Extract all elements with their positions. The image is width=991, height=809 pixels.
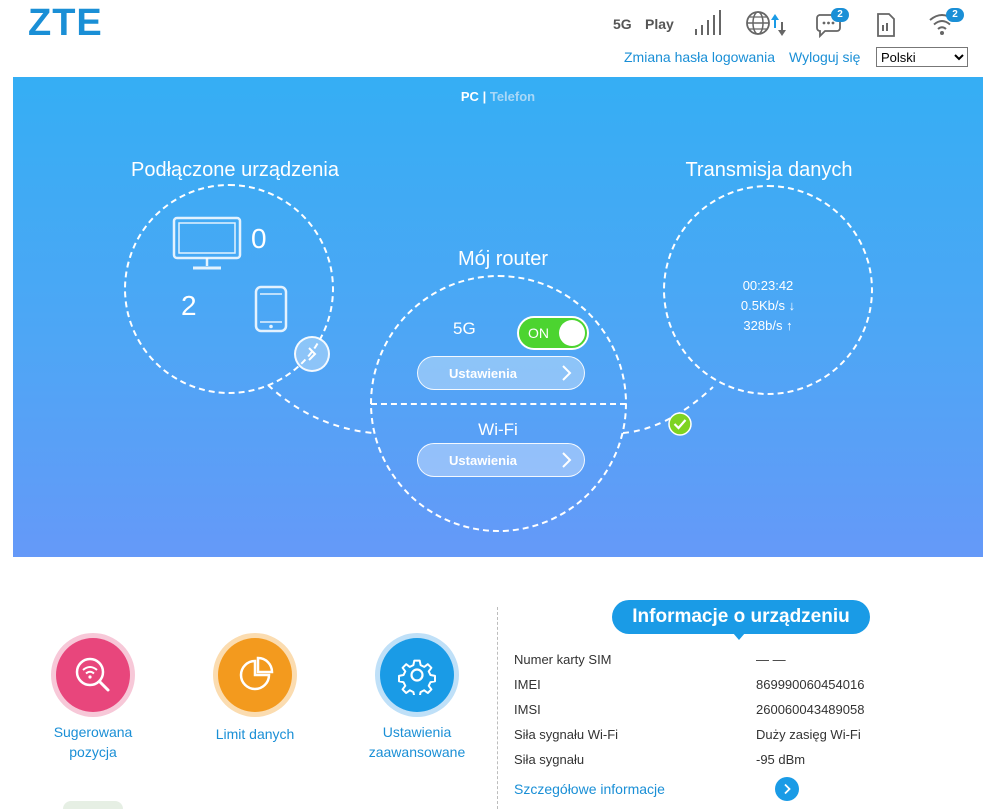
advanced-settings-inner <box>380 638 454 712</box>
partial-feature-circle <box>63 801 123 809</box>
gear-icon <box>398 659 436 695</box>
zte-logo: ZTE <box>28 2 103 44</box>
data-limit-label[interactable]: Limit danych <box>215 726 295 742</box>
connection-time: 00:23:42 <box>742 278 794 293</box>
data-transmission-circle <box>663 185 873 395</box>
advanced-settings-button[interactable] <box>375 633 459 717</box>
data-transmission-title: Transmisja danych <box>685 159 853 181</box>
upload-speed: 328b/s ↑ <box>743 318 793 333</box>
detailed-info-link[interactable]: Szczegółowe informacje <box>514 781 665 797</box>
imsi-label: IMSI <box>514 702 541 717</box>
pie-chart-icon <box>239 656 274 691</box>
switch-state-label: ON <box>528 325 549 341</box>
mode-pc-link[interactable]: PC <box>460 89 479 104</box>
operator-label: Play <box>645 16 674 32</box>
traffic-stats: 00:23:42 0.5Kb/s ↓ 328b/s ↑ <box>693 276 843 336</box>
device-info-title: Informacje o urządzeniu <box>612 600 870 634</box>
band-5g-label: 5G <box>453 319 476 338</box>
suggested-position-inner <box>56 638 130 712</box>
device-info-title-pointer <box>733 633 745 640</box>
signal-search-icon <box>75 657 110 692</box>
connected-check-icon <box>668 412 692 441</box>
imei-label: IMEI <box>514 677 541 692</box>
wifi-label: Wi-Fi <box>478 420 518 439</box>
connected-devices-title: Podłączone urządzenia <box>131 159 339 181</box>
connection-lines <box>267 384 714 434</box>
sim-number-value: — — <box>756 652 786 667</box>
wifi-signal-label: Siła sygnału Wi-Fi <box>514 727 619 742</box>
signal-strength-label: Siła sygnału <box>514 752 585 767</box>
messages-badge: 2 <box>831 8 849 22</box>
wifi-signal-value: Duży zasięg Wi-Fi <box>756 727 861 742</box>
suggested-position-label-line1: Sugerowana <box>53 724 133 740</box>
suggested-position-label-line2: pozycja <box>69 744 117 760</box>
logout-link[interactable]: Wyloguj się <box>789 49 861 65</box>
computer-icon <box>171 215 243 278</box>
band-5g-switch[interactable]: ON <box>517 316 589 350</box>
advanced-settings-label-line1: Ustawienia <box>382 724 452 740</box>
advanced-settings-label-line2: zaawansowane <box>368 744 466 760</box>
suggested-position-label[interactable]: Sugerowana pozycja <box>33 722 153 762</box>
wifi-clients-badge: 2 <box>946 8 964 22</box>
messages-icon[interactable]: 2 <box>815 8 849 43</box>
chevron-right-icon <box>784 783 791 795</box>
router-divider <box>371 403 626 405</box>
settings-5g-label: Ustawienia <box>449 366 517 381</box>
sim-number-label: Numer karty SIM <box>514 652 612 667</box>
internet-connection-icon[interactable] <box>745 10 789 43</box>
mode-separator: | <box>482 89 487 104</box>
change-password-link[interactable]: Zmiana hasła logowania <box>624 49 775 65</box>
connected-devices-arrow-button[interactable] <box>294 336 330 372</box>
data-limit-inner <box>218 638 292 712</box>
imsi-value: 260060043489058 <box>756 702 865 717</box>
wifi-icon[interactable]: 2 <box>928 8 964 41</box>
section-divider <box>497 607 498 809</box>
detailed-info-button[interactable] <box>775 777 799 801</box>
settings-wifi-label: Ustawienia <box>449 453 517 468</box>
band-5g-settings-button[interactable]: Ustawienia <box>417 356 585 390</box>
switch-knob <box>559 320 585 346</box>
phone-count: 2 <box>181 290 197 321</box>
imei-value: 869990060454016 <box>756 677 865 692</box>
signal-strength-icon <box>694 10 722 41</box>
hero-panel: PC | Telefon Podłączone urządzenia 0 2 <box>13 77 983 557</box>
chevron-right-icon <box>560 364 572 385</box>
download-speed: 0.5Kb/s ↓ <box>740 298 796 313</box>
connected-devices-circle <box>124 184 334 394</box>
advanced-settings-label[interactable]: Ustawienia zaawansowane <box>347 722 487 762</box>
view-mode-toggle: PC | Telefon <box>13 89 983 104</box>
suggested-position-button[interactable] <box>51 633 135 717</box>
mode-phone-link[interactable]: Telefon <box>489 89 536 104</box>
data-limit-button[interactable] <box>213 633 297 717</box>
router-title: Mój router <box>457 248 549 270</box>
phone-icon <box>254 285 288 338</box>
chevron-right-icon <box>308 347 317 361</box>
language-select[interactable]: Polski <box>876 47 968 67</box>
network-type-label: 5G <box>613 16 632 32</box>
signal-strength-value: -95 dBm <box>756 752 806 767</box>
chevron-right-icon <box>560 451 572 472</box>
wifi-settings-button[interactable]: Ustawienia <box>417 443 585 477</box>
pc-count: 0 <box>251 223 267 254</box>
sim-card-icon <box>876 12 896 43</box>
